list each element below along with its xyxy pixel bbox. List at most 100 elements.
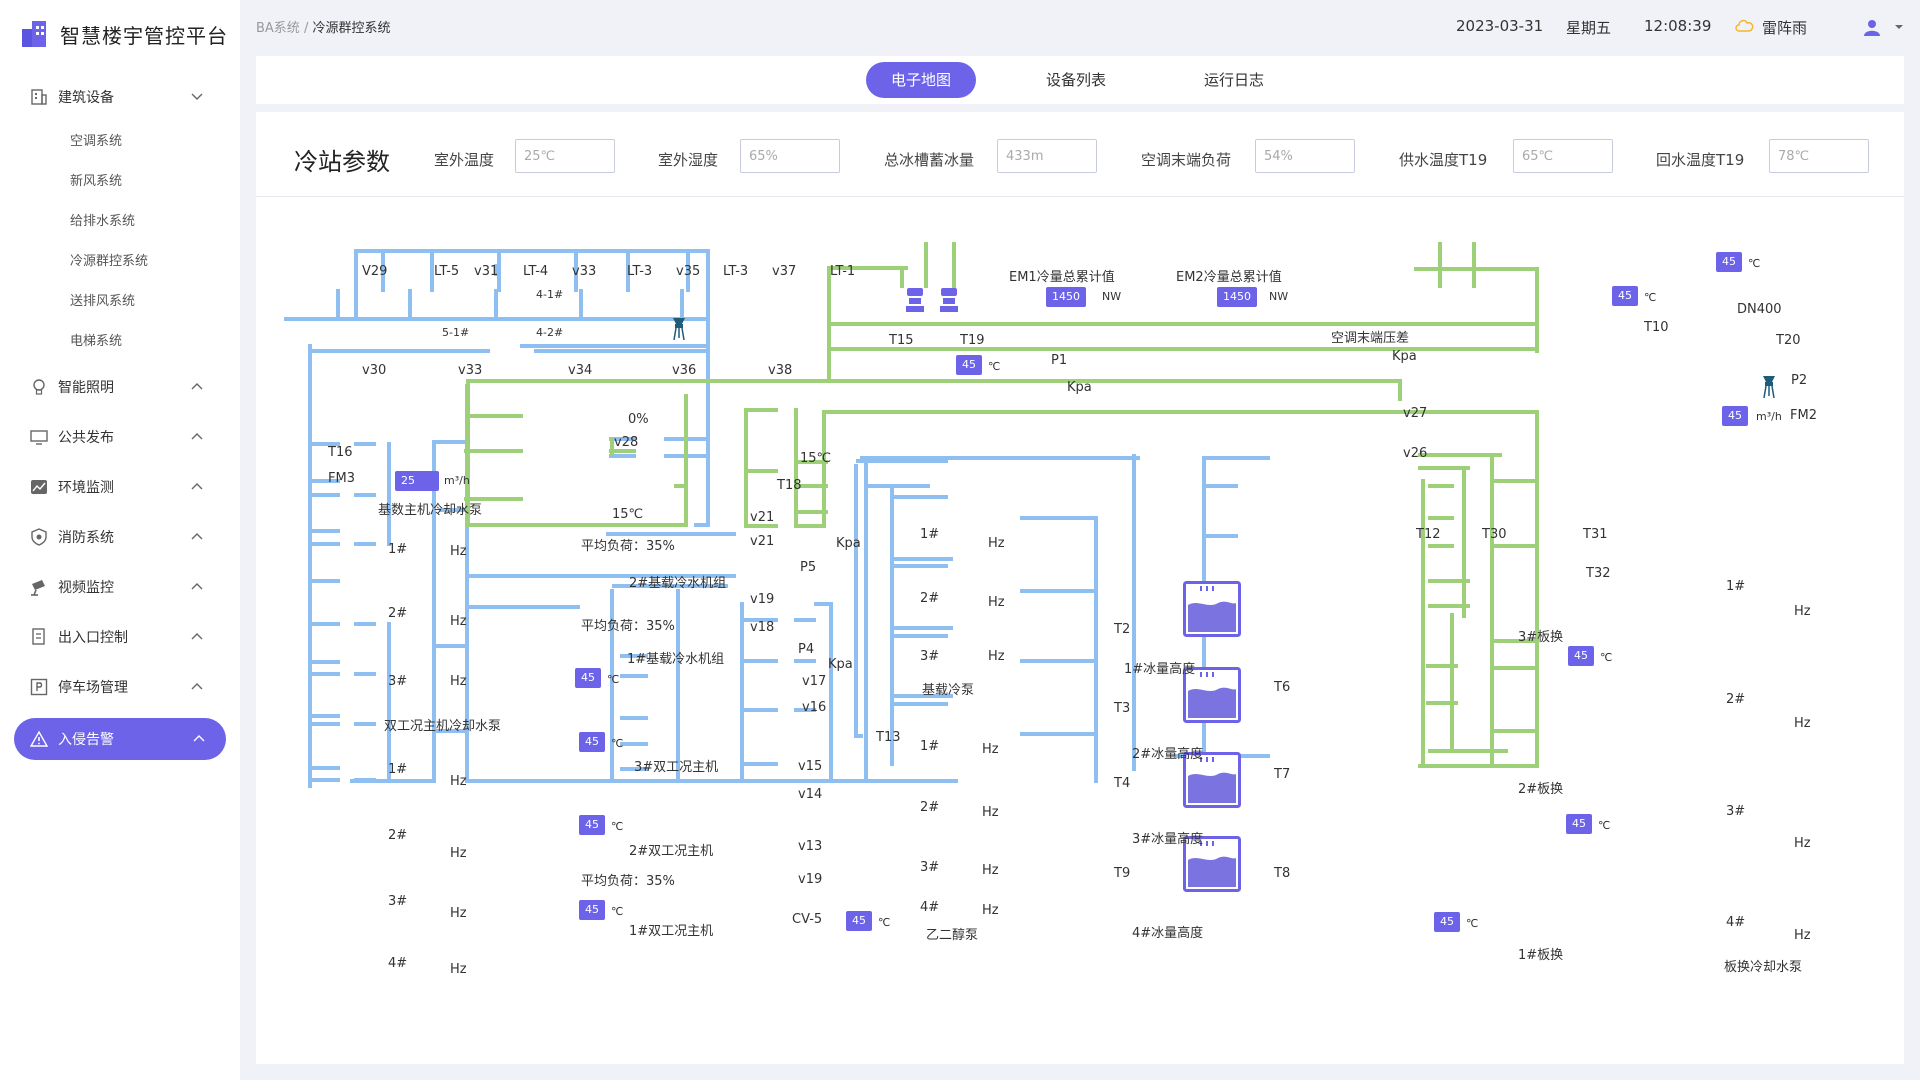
sidebar-item-intrusion-alarm[interactable]: 入侵告警: [14, 718, 226, 760]
unit-label: NW: [1269, 290, 1289, 303]
sidebar-item-lighting[interactable]: 智能照明: [0, 362, 240, 412]
pump-label: 1#: [388, 762, 408, 777]
camera-icon: [30, 578, 48, 596]
pipe-network: [284, 242, 1539, 788]
sidebar: 智慧楼宇管控平台 建筑设备 空调系统 新风系统 给排水系统 冷源群控系统 送排风…: [0, 0, 240, 1080]
sensor-label: T13: [876, 730, 901, 745]
dual2-temp-badge: 45: [579, 815, 605, 835]
supply-temp-input[interactable]: [1513, 139, 1613, 173]
unit-label: Hz: [982, 805, 999, 820]
chevron-up-icon: [191, 483, 203, 490]
unit-label: Hz: [1794, 836, 1811, 851]
meter-label: FM3: [328, 471, 355, 486]
unit-label: Hz: [1794, 716, 1811, 731]
tank-label: LT-3: [627, 264, 653, 279]
outdoor-humidity-input[interactable]: [740, 139, 840, 173]
sensor-label: T8: [1274, 866, 1291, 881]
sidebar-item-label: 视频监控: [58, 580, 114, 596]
chevron-up-icon: [191, 683, 203, 690]
green-pipes: [464, 242, 1539, 768]
app-logo[interactable]: 智慧楼宇管控平台: [20, 16, 228, 52]
sidebar-menu: 建筑设备 空调系统 新风系统 给排水系统 冷源群控系统 送排风系统 电梯系统 智…: [0, 72, 240, 760]
station-params: 冷站参数 室外温度 室外湿度 总冰槽蓄冰量 空调末端负荷 供水温度T19 回水温…: [256, 112, 1904, 197]
main-panel: 冷站参数 室外温度 室外湿度 总冰槽蓄冰量 空调末端负荷 供水温度T19 回水温…: [256, 112, 1904, 1064]
load-value: 平均负荷：35%: [581, 874, 675, 889]
header-time: 12:08:39: [1644, 17, 1712, 35]
ice-level-label: 3#冰量高度: [1132, 832, 1204, 847]
valve-label: v33: [572, 264, 597, 279]
breadcrumb-root[interactable]: BA系统: [256, 21, 300, 36]
sidebar-item-fire[interactable]: 消防系统: [0, 512, 240, 562]
unit-label: Kpa: [1067, 380, 1092, 395]
end-load-input[interactable]: [1255, 139, 1355, 173]
building-logo-icon: [22, 21, 46, 47]
return-temp-input[interactable]: [1769, 139, 1869, 173]
valve-label: v19: [798, 872, 823, 887]
sidebar-subitem-elevator[interactable]: 电梯系统: [70, 334, 123, 349]
sidebar-item-label: 环境监测: [58, 480, 114, 496]
load-value: 平均负荷：35%: [581, 539, 675, 554]
unit-label: Hz: [450, 614, 467, 629]
sidebar-subitem-ventilation[interactable]: 送排风系统: [70, 294, 136, 309]
user-avatar-icon[interactable]: [1862, 17, 1882, 37]
unit-label: Hz: [450, 846, 467, 861]
fm3-value-badge: 25: [395, 471, 439, 491]
parking-icon: [30, 678, 48, 696]
pump-group-label: 双工况主机冷却水泵: [384, 719, 502, 734]
meter-label: EM2冷量总累计值: [1176, 270, 1282, 285]
unit-label: ℃: [1748, 257, 1761, 270]
meter-label: EM1冷量总累计值: [1009, 270, 1115, 285]
sidebar-subitem-fresh-air[interactable]: 新风系统: [70, 174, 123, 189]
tank-label: 4-2#: [536, 326, 564, 339]
tab-operation-log[interactable]: 运行日志: [1203, 71, 1264, 89]
ice-level-label: 2#冰量高度: [1132, 747, 1204, 762]
sidebar-item-building-equipment[interactable]: 建筑设备: [0, 72, 240, 122]
chevron-up-icon: [191, 583, 203, 590]
sidebar-subitem-cold-source[interactable]: 冷源群控系统: [70, 254, 149, 269]
sidebar-item-environment[interactable]: 环境监测: [0, 462, 240, 512]
unit-label: Hz: [1794, 604, 1811, 619]
pump-label: P4: [798, 642, 815, 657]
ice-tank-icon: [1183, 836, 1241, 892]
sidebar-item-video[interactable]: 视频监控: [0, 562, 240, 612]
ice-storage-input[interactable]: [997, 139, 1097, 173]
sensor-label: T15: [889, 333, 914, 348]
chevron-up-icon: [191, 633, 203, 640]
breadcrumb: BA系统 / 冷源群控系统: [256, 17, 391, 36]
outdoor-temp-input[interactable]: [515, 139, 615, 173]
param-label-supply-temp: 供水温度T19: [1399, 151, 1488, 169]
sidebar-item-publishing[interactable]: 公共发布: [0, 412, 240, 462]
tab-electronic-map[interactable]: 电子地图: [866, 62, 976, 98]
pipe-spec-label: DN400: [1737, 302, 1782, 317]
cooling-tower-icon: [673, 318, 685, 340]
unit-label: Hz: [450, 674, 467, 689]
user-menu-caret-icon[interactable]: [1894, 23, 1904, 31]
ice-tank-icon: [1183, 667, 1241, 723]
pump-label: 4#: [388, 956, 408, 971]
pump-label: 2#: [388, 606, 408, 621]
hx3-temp-badge: 45: [1568, 646, 1594, 666]
unit-label: ℃: [1644, 291, 1657, 304]
cloud-icon: [1735, 19, 1754, 32]
sidebar-item-label: 建筑设备: [58, 90, 114, 106]
sidebar-item-parking[interactable]: 停车场管理: [0, 662, 240, 712]
heat-exchanger-label: 3#板换: [1518, 630, 1564, 645]
chiller-label: 2#基载冷水机组: [629, 576, 727, 591]
cooling-tower-icon: [1763, 376, 1775, 398]
sidebar-item-access[interactable]: 出入口控制: [0, 612, 240, 662]
sidebar-subitem-water-supply[interactable]: 给排水系统: [70, 214, 136, 229]
tab-device-list[interactable]: 设备列表: [1045, 71, 1106, 89]
building-icon: [30, 88, 48, 106]
meter-label: FM2: [1790, 408, 1817, 423]
chiller-label: 1#基载冷水机组: [627, 652, 725, 667]
sensor-label: T6: [1274, 680, 1291, 695]
param-label-end-load: 空调末端负荷: [1141, 151, 1232, 169]
unit-label: Kpa: [828, 657, 853, 672]
pump-group-label: 板换冷却水泵: [1724, 960, 1803, 975]
cv5-temp-badge: 45: [846, 911, 872, 931]
unit-label: Hz: [450, 962, 467, 977]
shield-icon: [30, 528, 48, 546]
unit-label: Hz: [988, 536, 1005, 551]
sidebar-subitem-aircon[interactable]: 空调系统: [70, 134, 123, 149]
blue-pipes: [284, 249, 1270, 788]
